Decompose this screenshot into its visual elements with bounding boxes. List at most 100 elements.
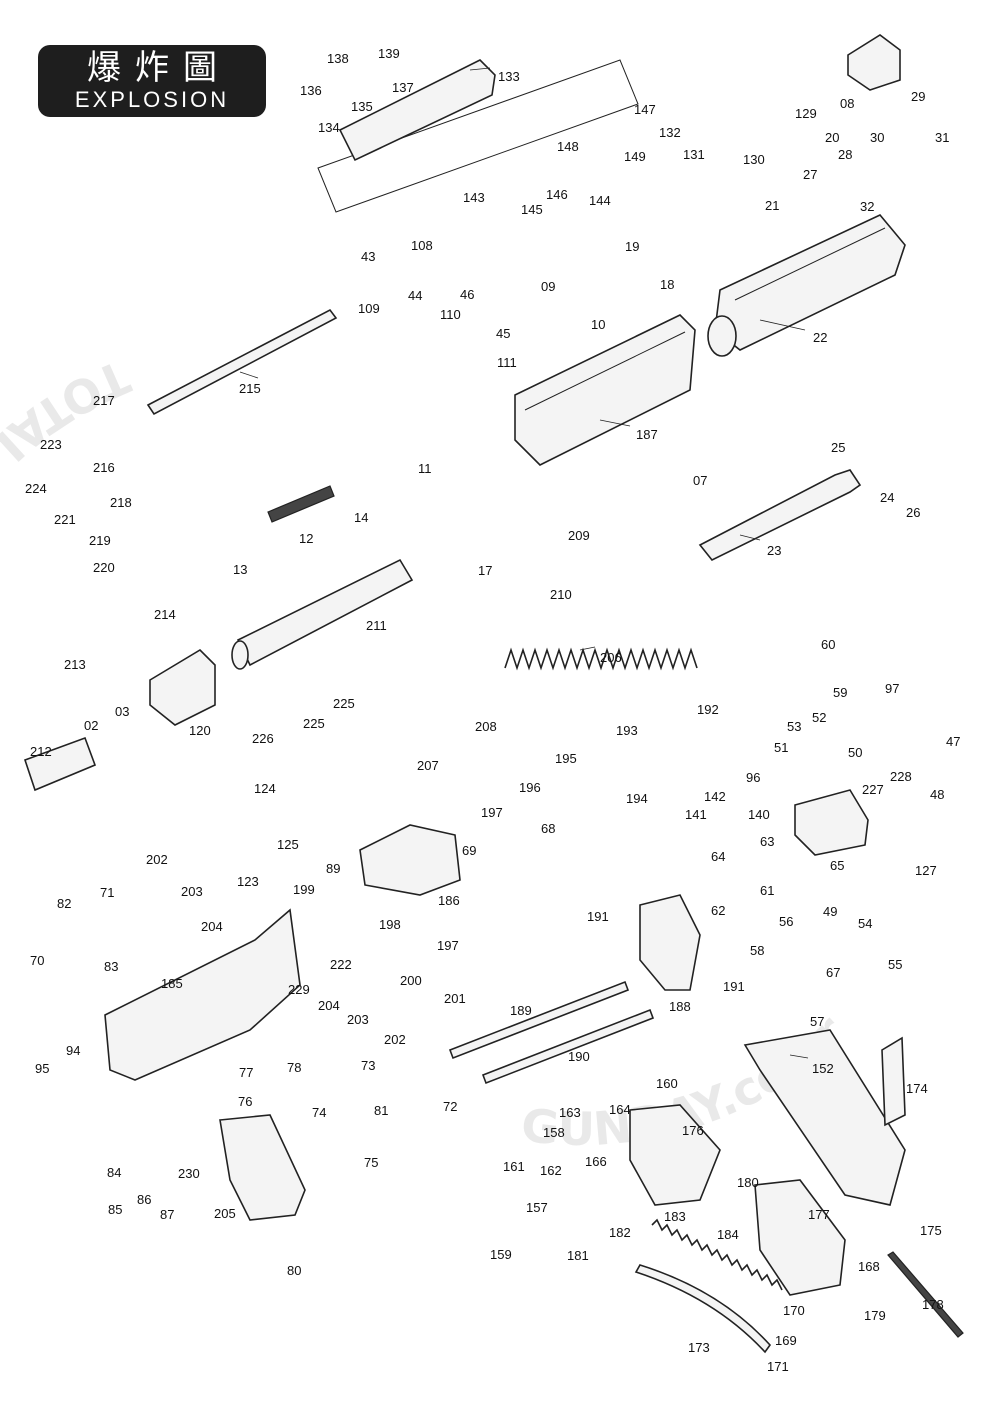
part-label-141: 141 [685,807,707,822]
part-label-133: 133 [498,69,520,84]
magazine-152 [743,1029,906,1206]
part-label-197: 197 [437,938,459,953]
explosion-title-badge: 爆炸圖 EXPLOSION [38,45,266,117]
part-label-228: 228 [890,769,912,784]
part-label-18: 18 [660,277,674,292]
part-label-87: 87 [160,1207,174,1222]
part-label-111: 111 [497,355,517,370]
part-label-19: 19 [625,239,639,254]
part-label-168: 168 [858,1259,880,1274]
part-label-188: 188 [669,999,691,1014]
rod-178 [887,1251,964,1338]
part-label-206: 206 [600,650,622,665]
part-label-136: 136 [300,83,322,98]
part-label-20: 20 [825,130,839,145]
part-label-200: 200 [400,973,422,988]
part-label-203: 203 [347,1012,369,1027]
part-label-140: 140 [748,807,770,822]
part-label-45: 45 [496,326,510,341]
part-label-24: 24 [880,490,894,505]
stock-188 [639,894,701,991]
part-label-139: 139 [378,46,400,61]
part-label-11: 11 [418,461,432,476]
magazine-body-177 [754,1179,846,1296]
part-label-217: 217 [93,393,115,408]
part-label-225: 225 [333,696,355,711]
part-label-127: 127 [915,863,937,878]
part-label-219: 219 [89,533,111,548]
part-label-74: 74 [312,1105,326,1120]
part-label-29: 29 [911,89,925,104]
part-label-230: 230 [178,1166,200,1181]
part-label-22: 22 [813,330,827,345]
part-label-193: 193 [616,723,638,738]
rear-sight-08 [847,34,901,91]
part-label-183: 183 [664,1209,686,1224]
part-label-13: 13 [233,562,247,577]
buffer-tube-186 [359,824,461,896]
part-label-132: 132 [659,125,681,140]
part-label-187: 187 [636,427,658,442]
part-label-31: 31 [935,130,949,145]
part-label-225: 225 [303,716,325,731]
part-label-214: 214 [154,607,176,622]
part-label-21: 21 [765,198,779,213]
part-label-216: 216 [93,460,115,475]
part-label-71: 71 [100,885,114,900]
hop-up-group-outline [317,59,639,213]
magazine-spring-170 [651,1218,783,1291]
part-label-108: 108 [411,238,433,253]
part-label-43: 43 [361,249,375,264]
part-label-63: 63 [760,834,774,849]
part-label-164: 164 [609,1102,631,1117]
part-label-175: 175 [920,1223,942,1238]
part-label-158: 158 [543,1125,565,1140]
part-label-07: 07 [693,473,707,488]
inner-barrel-215 [146,308,338,416]
part-label-201: 201 [444,991,466,1006]
part-label-177: 177 [808,1207,830,1222]
part-label-170: 170 [783,1303,805,1318]
pistol-grip-205 [219,1114,306,1221]
part-label-222: 222 [330,957,352,972]
part-label-52: 52 [812,710,826,725]
part-label-190: 190 [568,1049,590,1064]
part-label-138: 138 [327,51,349,66]
part-label-199: 199 [293,882,315,897]
part-label-134: 134 [318,120,340,135]
watermark-text-1: TOTAL SURVIVAL GUNSHOP [0,350,137,957]
trigger-box-65 [794,789,869,856]
part-label-58: 58 [750,943,764,958]
part-label-211: 211 [366,618,387,633]
part-label-173: 173 [688,1340,710,1355]
part-label-162: 162 [540,1163,562,1178]
part-label-210: 210 [550,587,572,602]
part-label-109: 109 [358,301,380,316]
part-label-73: 73 [361,1058,375,1073]
upper-receiver-22 [707,214,906,357]
part-label-147: 147 [634,102,656,117]
part-label-203: 203 [181,884,203,899]
part-label-124: 124 [254,781,276,796]
part-label-80: 80 [287,1263,301,1278]
part-label-204: 204 [318,998,340,1013]
part-label-148: 148 [557,139,579,154]
part-label-64: 64 [711,849,725,864]
part-label-49: 49 [823,904,837,919]
part-label-189: 189 [510,1003,532,1018]
part-label-185: 185 [161,976,183,991]
part-label-53: 53 [787,719,801,734]
magazine-body-176 [629,1104,721,1206]
part-label-157: 157 [526,1200,548,1215]
part-label-85: 85 [108,1202,122,1217]
part-label-184: 184 [717,1227,739,1242]
part-label-160: 160 [656,1076,678,1091]
part-label-137: 137 [392,80,414,95]
part-label-142: 142 [704,789,726,804]
part-label-30: 30 [870,130,884,145]
part-label-176: 176 [682,1123,704,1138]
part-label-182: 182 [609,1225,631,1240]
part-label-69: 69 [462,843,476,858]
part-label-161: 161 [503,1159,525,1174]
